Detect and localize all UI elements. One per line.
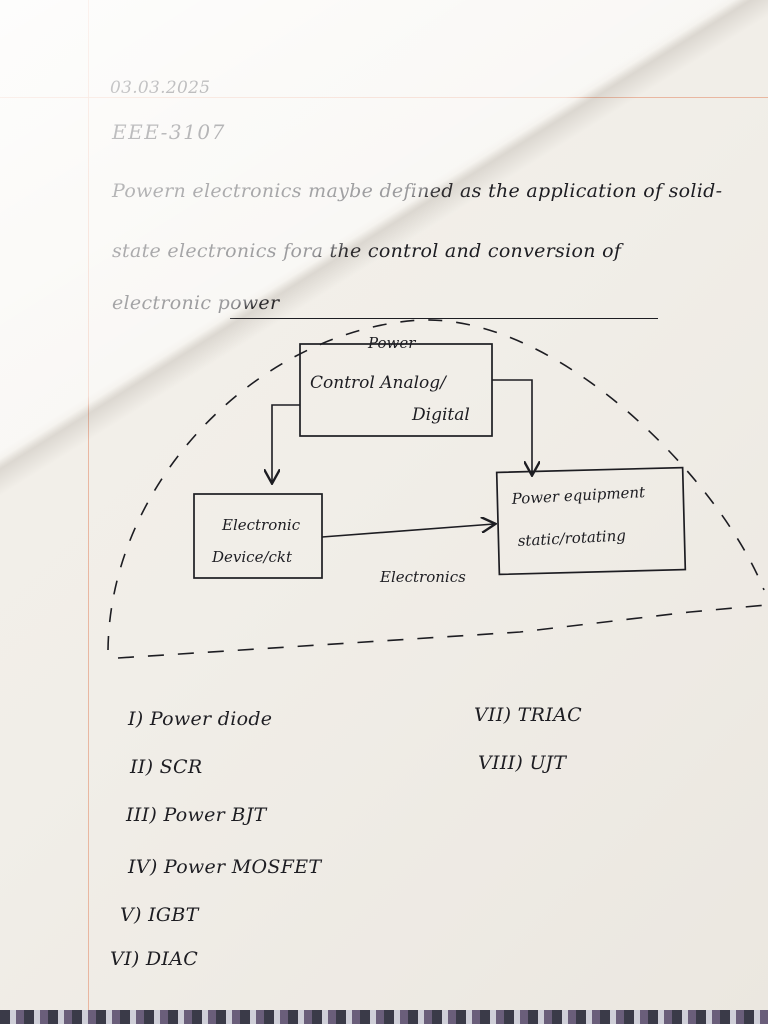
list-item: V) IGBT <box>120 904 199 926</box>
control-to-equipment-arrow <box>492 379 532 474</box>
power-label: Power <box>367 334 416 352</box>
list-item: VIII) UJT <box>478 752 567 774</box>
fabric-strip <box>0 1010 768 1024</box>
list-item: VII) TRIAC <box>474 704 582 726</box>
equipment-box <box>495 466 687 576</box>
list-item: II) SCR <box>130 756 203 778</box>
equipment-label-2: static/rotating <box>517 526 626 550</box>
list-item: I) Power diode <box>128 708 273 730</box>
dashed-boundary-base <box>117 604 767 659</box>
electronics-label: Electronics <box>379 568 466 586</box>
control-to-device-arrow <box>272 404 300 482</box>
device-to-equipment-arrow <box>321 524 494 538</box>
device-label-2: Device/ckt <box>211 548 293 566</box>
control-label-2: Digital <box>411 405 470 425</box>
control-label-1: Control Analog/ <box>310 373 448 393</box>
device-label-1: Electronic <box>221 516 301 534</box>
equipment-label-1: Power equipment <box>510 483 646 508</box>
list-item: VI) DIAC <box>110 948 199 970</box>
dashed-boundary-arc <box>107 319 765 651</box>
list-item: III) Power BJT <box>126 804 267 826</box>
list-item: IV) Power MOSFET <box>128 856 322 878</box>
